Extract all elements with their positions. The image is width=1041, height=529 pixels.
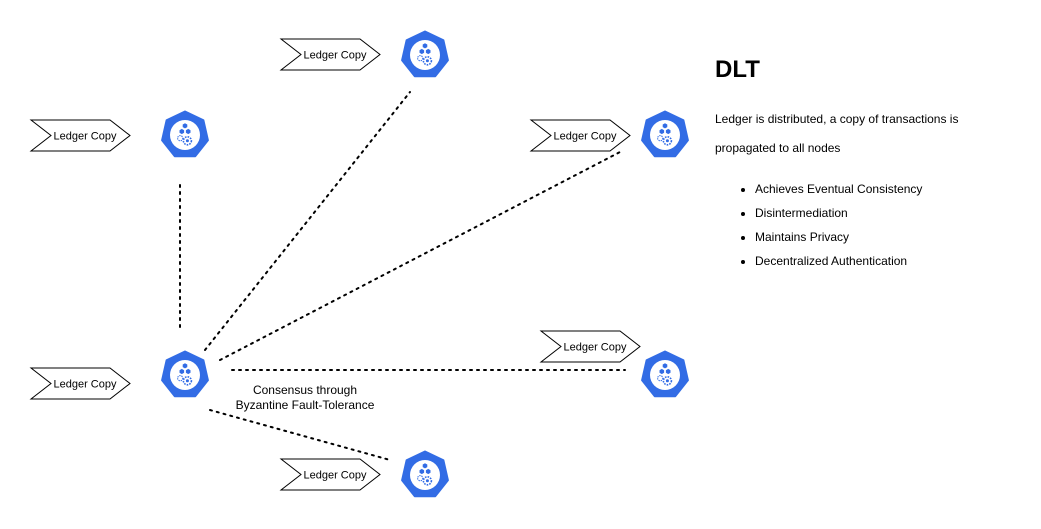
ledger-copy-label: Ledger Copy	[304, 470, 367, 482]
ledger-copy-tag-lower-left: Ledger Copy	[29, 367, 131, 400]
ledger-copy-label: Ledger Copy	[564, 342, 627, 354]
panel-title: DLT	[715, 56, 760, 83]
ledger-copy-label: Ledger Copy	[54, 379, 117, 391]
ledger-copy-tag-upper-right: Ledger Copy	[529, 119, 631, 152]
kubernetes-node-icon	[161, 350, 209, 398]
ledger-copy-tag-bottom: Ledger Copy	[279, 458, 381, 491]
kubernetes-node-icon	[401, 30, 449, 78]
consensus-caption-line1: Consensus through	[253, 383, 357, 397]
dlt-info-panel: DLT Ledger is distributed, a copy of tra…	[715, 55, 1035, 273]
kubernetes-node-icon	[161, 110, 209, 158]
kubernetes-node-icon	[401, 450, 449, 498]
link-to-top-node	[204, 91, 411, 351]
ledger-copy-tag-upper-left: Ledger Copy	[29, 119, 131, 152]
link-to-bottom-node	[209, 409, 391, 461]
feature-list: Achieves Eventual Consistency Disinterme…	[715, 177, 1035, 273]
ledger-copy-label: Ledger Copy	[554, 131, 617, 143]
consensus-links	[179, 91, 626, 461]
ledger-copy-label: Ledger Copy	[304, 50, 367, 62]
ledger-copy-tag-mid-right: Ledger Copy	[539, 330, 641, 363]
link-to-right-node	[219, 151, 621, 361]
panel-description: Ledger is distributed, a copy of transac…	[715, 112, 959, 155]
ledger-copy-label: Ledger Copy	[54, 131, 117, 143]
list-item: Achieves Eventual Consistency	[755, 177, 1035, 201]
ledger-copy-tag-top: Ledger Copy	[279, 38, 381, 71]
list-item: Maintains Privacy	[755, 225, 1035, 249]
kubernetes-node-icon	[641, 350, 689, 398]
list-item: Decentralized Authentication	[755, 249, 1035, 273]
list-item: Disintermediation	[755, 201, 1035, 225]
kubernetes-node-icon	[641, 110, 689, 158]
consensus-caption-line2: Byzantine Fault-Tolerance	[236, 398, 375, 412]
